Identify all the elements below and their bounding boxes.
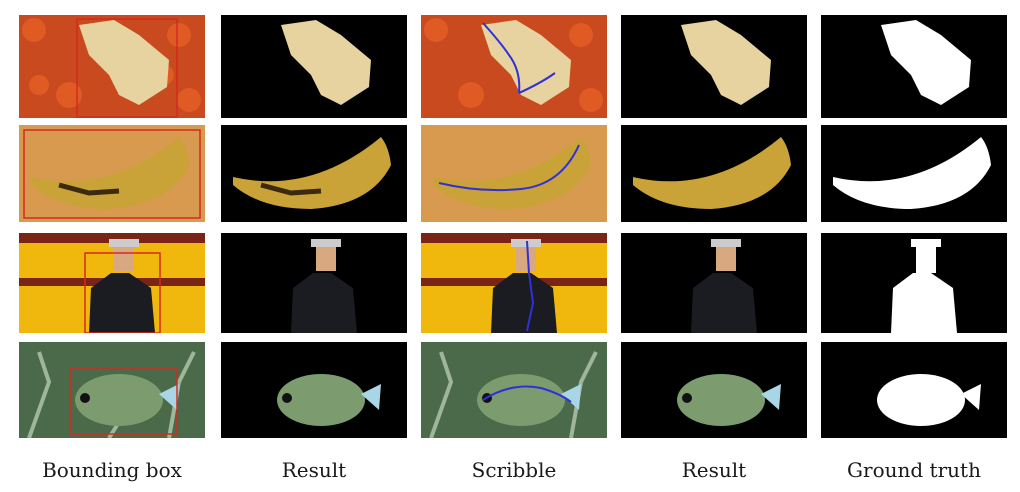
- banana-result-image: [221, 125, 407, 222]
- caption-ground-truth: Ground truth: [847, 458, 981, 482]
- man-ground-truth-image: [821, 233, 1007, 333]
- rock-ground-truth-image: [821, 15, 1007, 118]
- fish-result-image: [221, 342, 407, 438]
- man-scribble-image: [421, 233, 607, 333]
- fish-ground-truth-image: [821, 342, 1007, 438]
- banana-bounding-box-image: [19, 125, 205, 222]
- man-result-2-image: [621, 233, 807, 333]
- rock-result-image: [221, 15, 407, 118]
- man-bounding-box-image: [19, 233, 205, 333]
- rock-scribble-image: [421, 15, 607, 118]
- rock-bounding-box-image: [19, 15, 205, 118]
- caption-result-2: Result: [681, 458, 747, 482]
- rock-result-2-image: [621, 15, 807, 118]
- man-result-image: [221, 233, 407, 333]
- banana-scribble-image: [421, 125, 607, 222]
- fish-bounding-box-image: [19, 342, 205, 438]
- caption-bounding-box: Bounding box: [42, 458, 182, 482]
- caption-scribble: Scribble: [471, 458, 557, 482]
- caption-result-1: Result: [281, 458, 347, 482]
- banana-ground-truth-image: [821, 125, 1007, 222]
- fish-result-2-image: [621, 342, 807, 438]
- fish-scribble-image: [421, 342, 607, 438]
- banana-result-2-image: [621, 125, 807, 222]
